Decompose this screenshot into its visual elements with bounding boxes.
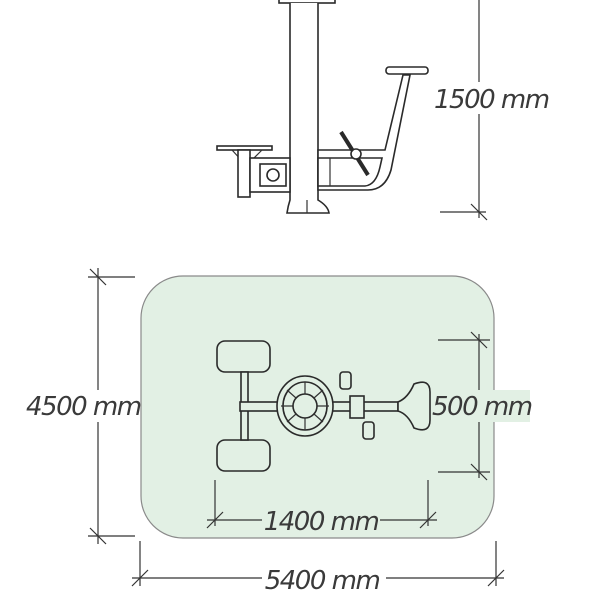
width-label-bg: [432, 390, 530, 422]
width-dimension: 500 mm: [432, 392, 532, 422]
width-tick-bottom: [470, 463, 488, 481]
area-depth-dimension: 4500 mm: [26, 392, 141, 422]
area-length-dimension: 5400 mm: [265, 566, 380, 596]
right-seat: [385, 66, 429, 75]
left-frame-bolt: [266, 168, 280, 182]
seat: [397, 381, 431, 431]
height-label-bg: [432, 82, 540, 114]
area-length-tick-right: [487, 569, 505, 587]
left-post: [237, 149, 251, 198]
pedal-right-bottom: [362, 421, 375, 440]
length-tick-left: [206, 511, 224, 529]
height-dimension: 1500 mm: [434, 85, 549, 115]
plan-view: 500 mm 1400 mm 4500 mm 5400 mm: [24, 268, 533, 596]
pedal-left-bottom: [216, 439, 271, 472]
main-pole: [286, 3, 330, 214]
area-length-label-bg: [262, 562, 386, 594]
width-tick-top: [470, 331, 488, 349]
pedal-hub: [350, 148, 362, 160]
top-plate: [278, 0, 336, 4]
length-label-bg: [262, 504, 380, 534]
height-tick: [470, 203, 488, 221]
pedal-left-top: [216, 340, 271, 373]
area-length-tick-left: [131, 569, 149, 587]
crank-housing: [349, 395, 365, 419]
side-elevation: 1500 mm: [216, 0, 550, 221]
area-depth-tick-top: [89, 268, 107, 286]
area-depth-tick-bottom: [89, 527, 107, 545]
pedal-right-top: [339, 371, 352, 390]
steering-wheel-hub: [292, 393, 318, 419]
area-depth-label-bg: [24, 390, 138, 422]
length-tick-right: [419, 511, 437, 529]
right-frame-inner: [317, 157, 383, 187]
length-dimension: 1400 mm: [264, 507, 379, 537]
